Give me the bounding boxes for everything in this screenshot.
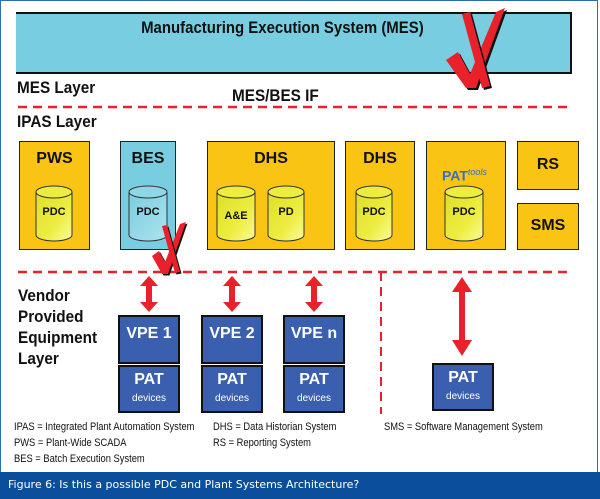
bes-db-label: PDC <box>136 206 160 218</box>
dhs-title-1: DHS <box>254 150 288 167</box>
vendor-label-line-2: Provided <box>18 307 84 326</box>
pat-tools-sup: tools <box>467 167 487 177</box>
pws-title: PWS <box>36 150 73 167</box>
standalone-pat-devices-box: PAT devices <box>432 363 494 411</box>
pat-tools-main: PAT <box>442 167 468 184</box>
dhs-title-2: DHS <box>363 150 397 167</box>
dhs-pd-label: PD <box>278 206 294 218</box>
vpe1-arrow-icon <box>140 276 158 312</box>
mes-system-title: Manufacturing Execution System (MES) <box>141 18 424 37</box>
legend-rs: RS = Reporting System <box>213 437 311 449</box>
legend-sms: SMS = Software Management System <box>384 421 543 433</box>
vendor-label-line-3: Equipment <box>18 328 98 347</box>
vendor-label-line-4: Layer <box>18 349 59 368</box>
vpe2-box: VPE 2 <box>201 315 263 364</box>
vpe1-box: VPE 1 <box>118 315 180 364</box>
vpe2-arrow-icon <box>223 276 241 312</box>
figure-frame <box>0 0 598 472</box>
vpe1-pat-devices-box: PAT devices <box>118 365 180 413</box>
vpe2-pat-label: PAT <box>217 371 247 388</box>
dhs-ae-label: A&E <box>224 210 248 222</box>
dhs2-db-label: PDC <box>362 206 386 218</box>
vpe1-pat-label: PAT <box>134 371 164 388</box>
vpe2-label: VPE 2 <box>209 325 255 342</box>
dhs-ae-database-icon <box>216 185 256 242</box>
vpen-devices-label: devices <box>297 393 331 404</box>
vendor-label-line-1: Vendor <box>18 286 70 305</box>
mes-bes-interface-label: MES/BES IF <box>232 86 319 105</box>
mes-check-mark-icon <box>446 8 507 90</box>
pat-arrow-icon <box>452 277 472 356</box>
vpe1-label: VPE 1 <box>126 325 172 342</box>
vpe1-devices-label: devices <box>132 393 166 404</box>
legend-pws: PWS = Plant-Wide SCADA <box>14 437 127 449</box>
ipas-layer-label: IPAS Layer <box>17 112 97 131</box>
legend-bes: BES = Batch Execution System <box>14 453 145 465</box>
vpe2-pat-devices-box: PAT devices <box>201 365 263 413</box>
rs-box: RS <box>517 141 579 190</box>
pws-pdc-database-icon <box>35 185 73 242</box>
pat-pdc-database-icon <box>444 185 484 242</box>
dhs-pd-database-icon <box>267 185 305 242</box>
vpen-pat-label: PAT <box>299 371 329 388</box>
standalone-pat-label: PAT <box>448 369 478 386</box>
caption-bar <box>0 472 600 499</box>
legend-dhs: DHS = Data Historian System <box>213 421 337 433</box>
bes-pdc-database-icon <box>128 185 168 242</box>
vendor-layer-label: Vendor Provided Equipment Layer <box>18 285 97 369</box>
sms-title: SMS <box>530 217 566 234</box>
pws-db-label: PDC <box>42 206 66 218</box>
dhs2-pdc-database-icon <box>355 185 393 242</box>
pat-tools-title: PATtools <box>442 167 487 184</box>
mes-layer-label: MES Layer <box>17 78 96 97</box>
rs-title: RS <box>536 156 560 173</box>
figure-caption: Figure 6: Is this a possible PDC and Pla… <box>8 478 360 491</box>
bes-check-mark-icon <box>152 222 188 276</box>
vpen-pat-devices-box: PAT devices <box>283 365 345 413</box>
sms-box: SMS <box>517 203 579 250</box>
vpe2-devices-label: devices <box>215 393 249 404</box>
bes-title: BES <box>131 150 165 167</box>
standalone-devices-label: devices <box>446 391 480 402</box>
pat-db-label: PDC <box>452 206 476 218</box>
vpen-arrow-icon <box>305 276 323 312</box>
vpen-label: VPE n <box>290 325 338 342</box>
vpen-box: VPE n <box>283 315 345 364</box>
legend-ipas: IPAS = Integrated Plant Automation Syste… <box>14 421 195 433</box>
